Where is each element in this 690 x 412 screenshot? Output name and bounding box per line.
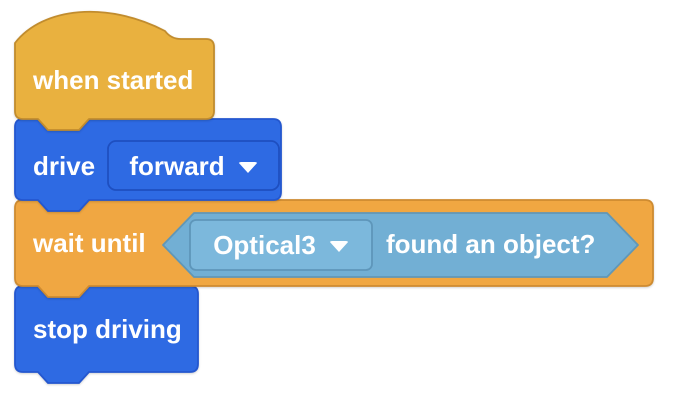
block-wait-until[interactable]	[14, 199, 654, 303]
block-drive[interactable]	[14, 118, 282, 219]
when-started-block-shape[interactable]	[14, 10, 215, 131]
stop-driving-label: stop driving	[33, 314, 182, 344]
optical-sensor-dropdown-box[interactable]	[189, 219, 373, 271]
found-an-object-label: found an object?	[386, 229, 596, 259]
block-when-started[interactable]	[14, 10, 215, 143]
drive-direction-value: forward	[129, 150, 225, 181]
dropdown-arrow-icon	[328, 241, 349, 252]
drive-label: drive	[33, 151, 96, 181]
wait-until-label: wait until	[33, 228, 146, 258]
drive-direction-dropdown[interactable]: forward	[108, 141, 279, 190]
when-started-label: when started	[33, 65, 194, 95]
optical-sensor-dropdown[interactable]: Optical3	[190, 220, 372, 270]
optical-sensor-value: Optical3	[213, 230, 316, 260]
drive-direction-dropdown-box[interactable]	[107, 140, 280, 191]
dropdown-arrow-icon	[237, 161, 258, 173]
